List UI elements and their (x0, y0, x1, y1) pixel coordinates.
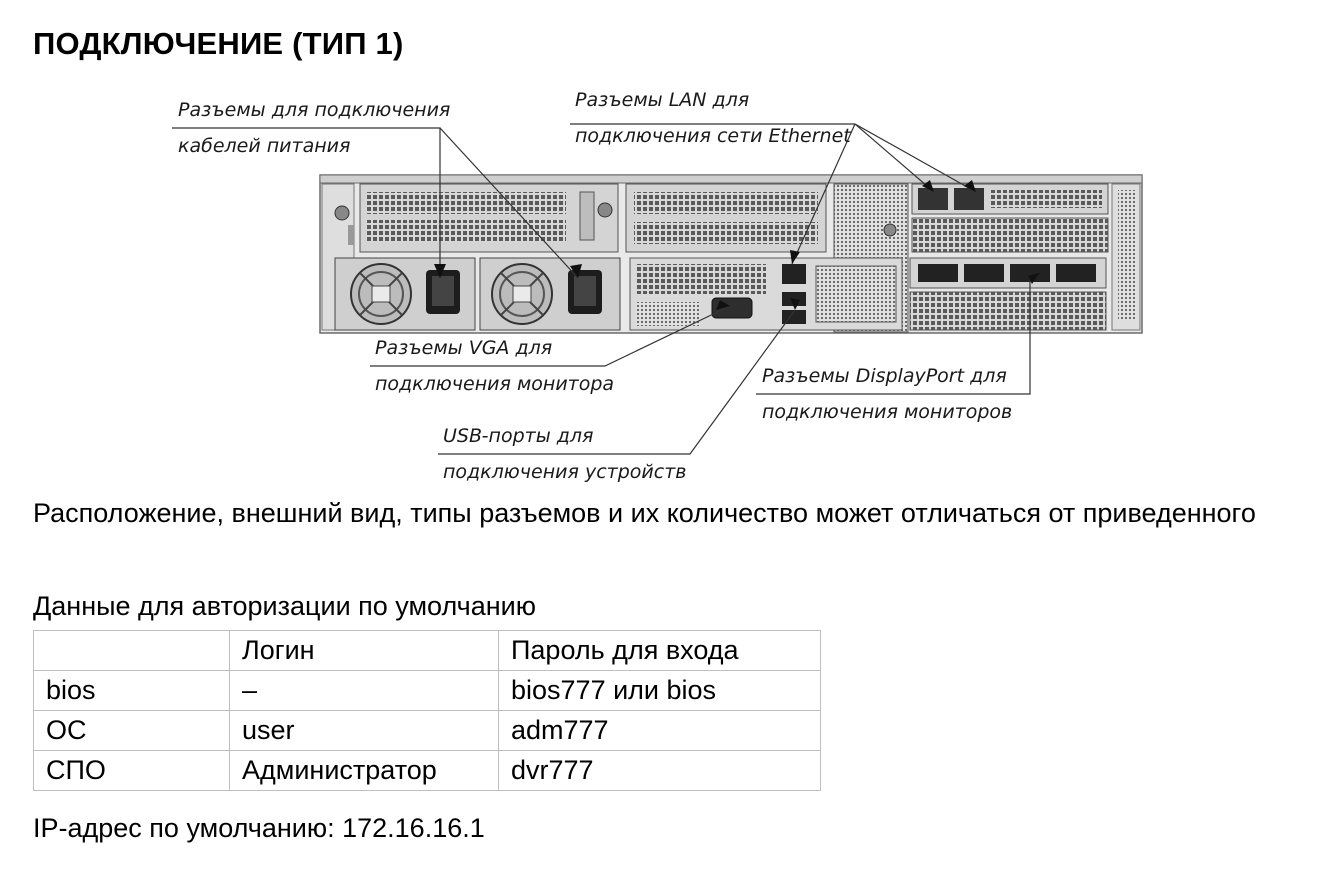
server-rear-panel-diagram: Разъемы для подключения кабелей питания … (172, 89, 1143, 483)
table-cell: СПО (33, 750, 230, 791)
default-ip-address: IP-адрес по умолчанию: 172.16.16.1 (33, 813, 485, 843)
table-header-cell (33, 630, 230, 671)
table-header-row: Логин Пароль для входа (33, 630, 821, 671)
table-cell: – (229, 670, 499, 711)
table-cell: bios777 или bios (498, 670, 821, 711)
callout-lan-connectors: Разъемы LAN для подключения сети Etherne… (575, 89, 852, 147)
callout-leaders (172, 123, 1041, 455)
callout-vga-line2: подключения монитора (375, 373, 614, 395)
table-header-cell: Пароль для входа (498, 630, 821, 671)
callout-usb-line1: USB-порты для (443, 425, 593, 447)
callout-vga-connectors: Разъемы VGA для подключения монитора (375, 337, 614, 395)
callout-power-line1: Разъемы для подключения (178, 99, 450, 121)
table-cell: user (229, 710, 499, 751)
callout-power-line2: кабелей питания (178, 135, 350, 157)
auth-credentials-table: Логин Пароль для входа bios – bios777 ил… (33, 630, 821, 791)
table-header-cell: Логин (229, 630, 499, 671)
callout-displayport-connectors: Разъемы DisplayPort для подключения мони… (762, 365, 1012, 423)
callout-displayport-line2: подключения мониторов (762, 401, 1012, 423)
callout-displayport-line1: Разъемы DisplayPort для (762, 365, 1007, 387)
table-cell: bios (33, 670, 230, 711)
table-row: СПО Администратор dvr777 (33, 750, 821, 791)
table-cell: adm777 (498, 710, 821, 751)
callout-lan-line1: Разъемы LAN для (575, 89, 749, 111)
callout-vga-line1: Разъемы VGA для (375, 337, 552, 359)
power-supply-2 (479, 257, 621, 331)
table-cell: ОС (33, 710, 230, 751)
callout-usb-ports: USB-порты для подключения устройств (443, 425, 686, 483)
callout-arrows (434, 180, 1040, 310)
auth-table-caption: Данные для авторизации по умолчанию (33, 591, 536, 621)
table-row: ОС user adm777 (33, 710, 821, 751)
table-row: bios – bios777 или bios (33, 670, 821, 711)
disclaimer-note: Расположение, внешний вид, типы разъемов… (33, 498, 1256, 528)
page-title: ПОДКЛЮЧЕНИЕ (ТИП 1) (33, 26, 404, 61)
callout-lan-line2: подключения сети Ethernet (575, 125, 852, 147)
power-supply-1 (334, 257, 476, 331)
table-cell: dvr777 (498, 750, 821, 791)
callout-usb-line2: подключения устройств (443, 461, 686, 483)
callout-power-connectors: Разъемы для подключения кабелей питания (178, 99, 450, 157)
table-cell: Администратор (229, 750, 499, 791)
server-chassis (319, 174, 1143, 334)
